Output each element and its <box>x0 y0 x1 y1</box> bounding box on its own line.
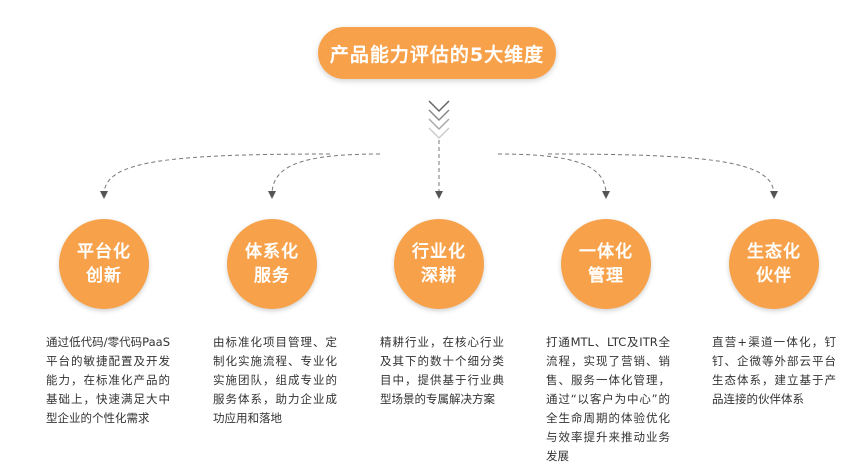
dimension-title-line1: 生态化 <box>747 242 801 262</box>
dimension-title-line2: 管理 <box>588 266 624 286</box>
dimension-title-line1: 平台化 <box>77 242 131 262</box>
dimension-title-line1: 行业化 <box>412 242 466 262</box>
connector-2 <box>268 153 381 199</box>
dimension-circle-integration: 一体化 管理 <box>561 219 651 309</box>
dimension-description-ecosystem: 直营+渠道一体化，钉钉、企微等外部云平台生态体系，建立基于产品连接的伙伴体系 <box>712 335 836 406</box>
dimension-title-line1: 体系化 <box>245 242 299 262</box>
dimension-description-platform: 通过低代码/零代码PaaS平台的敏捷配置及开发能力，在标准化产品的基础上，快速满… <box>46 335 170 425</box>
dimension-title-line2: 伙伴 <box>756 266 792 286</box>
dimension-title-line2: 创新 <box>86 266 122 286</box>
dimension-description-industry: 精耕行业，在核心行业及其下的数十个细分类目中，提供基于行业典型场景的专属解决方案 <box>380 335 504 406</box>
connector-1 <box>100 153 331 199</box>
chevron-down-icon <box>428 100 450 140</box>
connector-4 <box>497 153 610 199</box>
connector-lines <box>100 140 778 199</box>
dimension-circle-platform: 平台化 创新 <box>59 219 149 309</box>
dimension-description-system: 由标准化项目管理、定制化实施流程、专业化实施团队，组成专业的服务体系，助力企业成… <box>213 335 337 425</box>
dimension-title-line2: 服务 <box>254 266 290 286</box>
dimension-title-line1: 一体化 <box>579 242 633 262</box>
dimension-circle-system: 体系化 服务 <box>227 219 317 309</box>
dimension-description-integration: 打通MTL、LTC及ITR全流程，实现了营销、销售、服务一体化管理，通过“以客户… <box>546 335 670 463</box>
connector-5 <box>547 153 778 199</box>
dimension-circle-industry: 行业化 深耕 <box>394 219 484 309</box>
dimension-title-line2: 深耕 <box>421 266 457 286</box>
diagram-title: 产品能力评估的5大维度 <box>318 27 556 79</box>
dimension-circle-ecosystem: 生态化 伙伴 <box>729 219 819 309</box>
